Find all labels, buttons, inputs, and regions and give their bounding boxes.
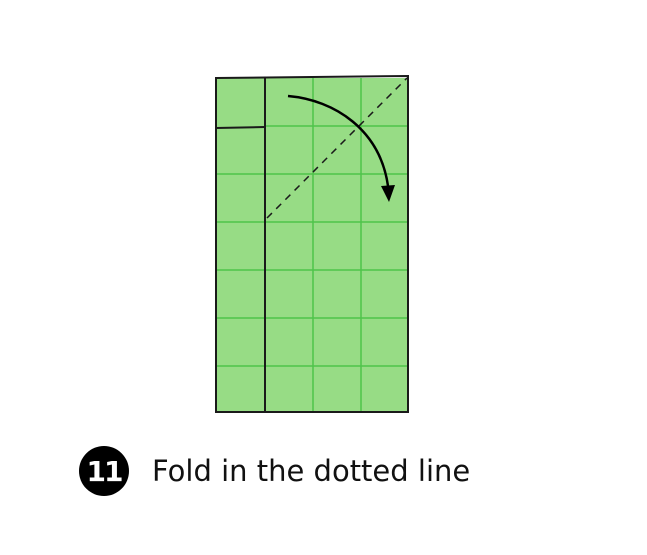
outer-edge xyxy=(215,74,409,413)
step-number: 11 xyxy=(86,454,124,488)
step-instruction: Fold in the dotted line xyxy=(152,454,471,488)
fold-arrow-head xyxy=(381,185,395,202)
step-number-badge: 11 xyxy=(79,446,129,496)
origami-fold-diagram xyxy=(215,74,409,413)
paper-sheet xyxy=(216,78,408,412)
dotted-fold-line xyxy=(266,77,408,219)
folded-corner-edge xyxy=(215,126,266,129)
paper-outline xyxy=(215,74,409,413)
fold-arrow xyxy=(287,94,390,187)
crease-grid xyxy=(216,78,408,412)
